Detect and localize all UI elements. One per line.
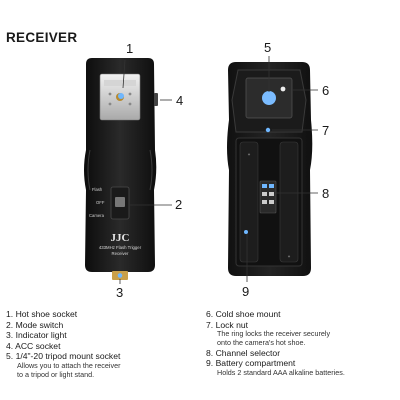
front-view: Flash OFF Camera JJC 433MHz Flash Trigge… xyxy=(84,58,158,280)
legend-note: Allows you to attach the receiver xyxy=(17,360,121,370)
back-view: + + xyxy=(227,62,313,276)
callout-1: 1 xyxy=(126,41,133,56)
callout-7: 7 xyxy=(322,123,329,138)
callout-3: 3 xyxy=(116,285,123,300)
channel-selector xyxy=(259,180,277,214)
legend-left: 1. Hot shoe socket 2. Mode switch 3. Ind… xyxy=(6,309,120,380)
brand-logo: JJC xyxy=(111,232,130,244)
page-title: RECEIVER xyxy=(6,30,78,45)
callout-5: 5 xyxy=(264,40,271,55)
legend-item: 3. Indicator light xyxy=(6,330,67,341)
legend-item: 8. Channel selector xyxy=(206,347,281,358)
legend-item: 2. Mode switch xyxy=(6,319,64,330)
battery-2 xyxy=(279,141,299,263)
switch-label-off: OFF xyxy=(96,200,105,205)
legend-item: 5. 1/4"-20 tripod mount socket xyxy=(6,351,121,362)
acc-socket xyxy=(154,93,158,106)
svg-text:+: + xyxy=(248,152,251,157)
legend-note: The ring locks the receiver securely xyxy=(217,329,331,339)
model-line-1: 433MHz Flash Trigger xyxy=(99,245,142,250)
model-line-2: Receiver xyxy=(112,251,130,256)
indicator-light xyxy=(118,93,124,99)
callout-4: 4 xyxy=(176,93,183,108)
legend-right: 6. Cold shoe mount 7. Lock nut The ring … xyxy=(206,309,345,378)
battery-1 xyxy=(239,141,259,263)
svg-text:+: + xyxy=(288,254,291,259)
legend-note: onto the camera's hot shoe. xyxy=(217,337,306,347)
legend-item: 6. Cold shoe mount xyxy=(206,309,281,319)
legend-item: 7. Lock nut xyxy=(206,319,249,330)
callout-6: 6 xyxy=(322,83,329,98)
callout-2: 2 xyxy=(175,197,182,212)
callout-8: 8 xyxy=(322,186,329,201)
legend-note: to a tripod or light stand. xyxy=(17,369,95,379)
legend-item: 1. Hot shoe socket xyxy=(6,309,78,319)
callout-9: 9 xyxy=(242,284,249,299)
switch-label-camera: Camera xyxy=(89,213,105,218)
legend-item: 9. Battery compartment xyxy=(206,358,296,369)
legend-item: 4. ACC socket xyxy=(6,340,61,351)
legend-note: Holds 2 standard AAA alkaline batteries. xyxy=(217,367,345,377)
switch-label-flash: Flash xyxy=(92,187,103,192)
